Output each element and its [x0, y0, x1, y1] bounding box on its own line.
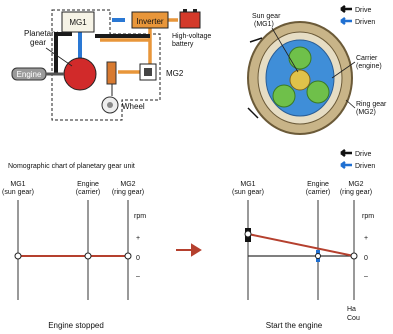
- plus2-label: +: [364, 235, 368, 242]
- gearset-illustration: Sun gear (MG1) Carrier (engine) Ring gea…: [247, 5, 387, 135]
- battery-label-2: battery: [172, 41, 194, 48]
- legend2-drive: Drive: [355, 151, 371, 158]
- carrier-label-2: (engine): [356, 63, 382, 70]
- zero-label: 0: [136, 255, 140, 262]
- inverter-box: [131, 11, 169, 29]
- wheel-label: Wheel: [122, 102, 145, 111]
- speed-line-start: [247, 233, 355, 257]
- minus2-label: –: [364, 273, 368, 280]
- carrier-label-1: Carrier: [356, 55, 378, 62]
- transition-arrow-icon: [176, 243, 202, 257]
- axis2-mg1-label-2: (sun gear): [232, 189, 264, 196]
- axis-mg2-label-2: (ring gear): [112, 189, 144, 196]
- legend-bottom: Drive Driven: [340, 149, 375, 170]
- battery-label-1: High-voltage: [172, 33, 211, 40]
- legend-top: Drive Driven: [340, 5, 375, 26]
- caption-start-engine: Start the engine: [266, 321, 323, 330]
- drive-arrow-icon-2: [340, 149, 352, 157]
- axis-mg1-label-2: (sun gear): [2, 189, 34, 196]
- axis2-mg2-label-1: MG2: [348, 181, 363, 188]
- driven-arrow-icon-2: [340, 161, 352, 169]
- nomograph-right: Drive Driven MG1 (sun gear) Engine (carr…: [232, 149, 384, 330]
- driven-arrow-icon: [340, 17, 352, 25]
- shaft-black: [54, 32, 72, 74]
- nomograph-title: Nomographic chart of planetary gear unit: [8, 163, 135, 170]
- axis2-mg1-label-1: MG1: [240, 181, 255, 188]
- engine-label: Engine: [17, 70, 42, 79]
- planetary-gear-icon: [63, 57, 97, 91]
- rpm2-label: rpm: [362, 213, 374, 220]
- axis-mg2-label-1: MG2: [120, 181, 135, 188]
- mg1-label: MG1: [69, 18, 87, 27]
- axis2-engine-label-2: (carrier): [306, 189, 331, 196]
- mg1-box: [61, 11, 95, 33]
- sun-gear-icon: [289, 69, 311, 91]
- planet-gear-icon: [288, 46, 312, 70]
- overlay-patch: [344, 300, 384, 326]
- engine-point: [84, 252, 92, 260]
- drive-arrow-icon: [340, 5, 352, 13]
- planetary-label-2: gear: [30, 38, 46, 47]
- transaxle-outline: [51, 9, 161, 121]
- zero2-label: 0: [364, 255, 368, 262]
- sun-gear-label-1: Sun gear: [252, 13, 281, 20]
- legend2-driven: Driven: [355, 163, 375, 170]
- ring-gear-label-2: (MG2): [356, 109, 376, 116]
- ring-gear-label-1: Ring gear: [356, 101, 387, 108]
- axis-engine-label-2: (carrier): [76, 189, 101, 196]
- legend-drive: Drive: [355, 7, 371, 14]
- overlay-text-2: Cou: [347, 315, 360, 322]
- nomograph-left: Nomographic chart of planetary gear unit…: [2, 163, 146, 330]
- sun-gear-label-2: (MG1): [254, 21, 274, 28]
- mg2-label: MG2: [166, 69, 184, 78]
- powertrain-schematic: MG1 Inverter High-voltage battery Planet…: [11, 9, 211, 121]
- minus-label: –: [136, 273, 140, 280]
- axis-engine-label-1: Engine: [77, 181, 99, 188]
- caption-engine-stopped: Engine stopped: [48, 321, 104, 330]
- rpm-label: rpm: [134, 213, 146, 220]
- legend-driven: Driven: [355, 19, 375, 26]
- axis-mg1-label-1: MG1: [10, 181, 25, 188]
- axis2-engine-label-1: Engine: [307, 181, 329, 188]
- inverter-label: Inverter: [136, 17, 163, 26]
- overlay-text-1: Ha: [347, 306, 356, 313]
- mg1-point: [14, 252, 22, 260]
- reduction-gear: [106, 61, 117, 85]
- battery-icon: [179, 11, 201, 29]
- mg2-point: [124, 252, 132, 260]
- plus-label: +: [136, 235, 140, 242]
- axis2-mg2-label-2: (ring gear): [340, 189, 372, 196]
- planetary-label-1: Planetary: [24, 29, 58, 38]
